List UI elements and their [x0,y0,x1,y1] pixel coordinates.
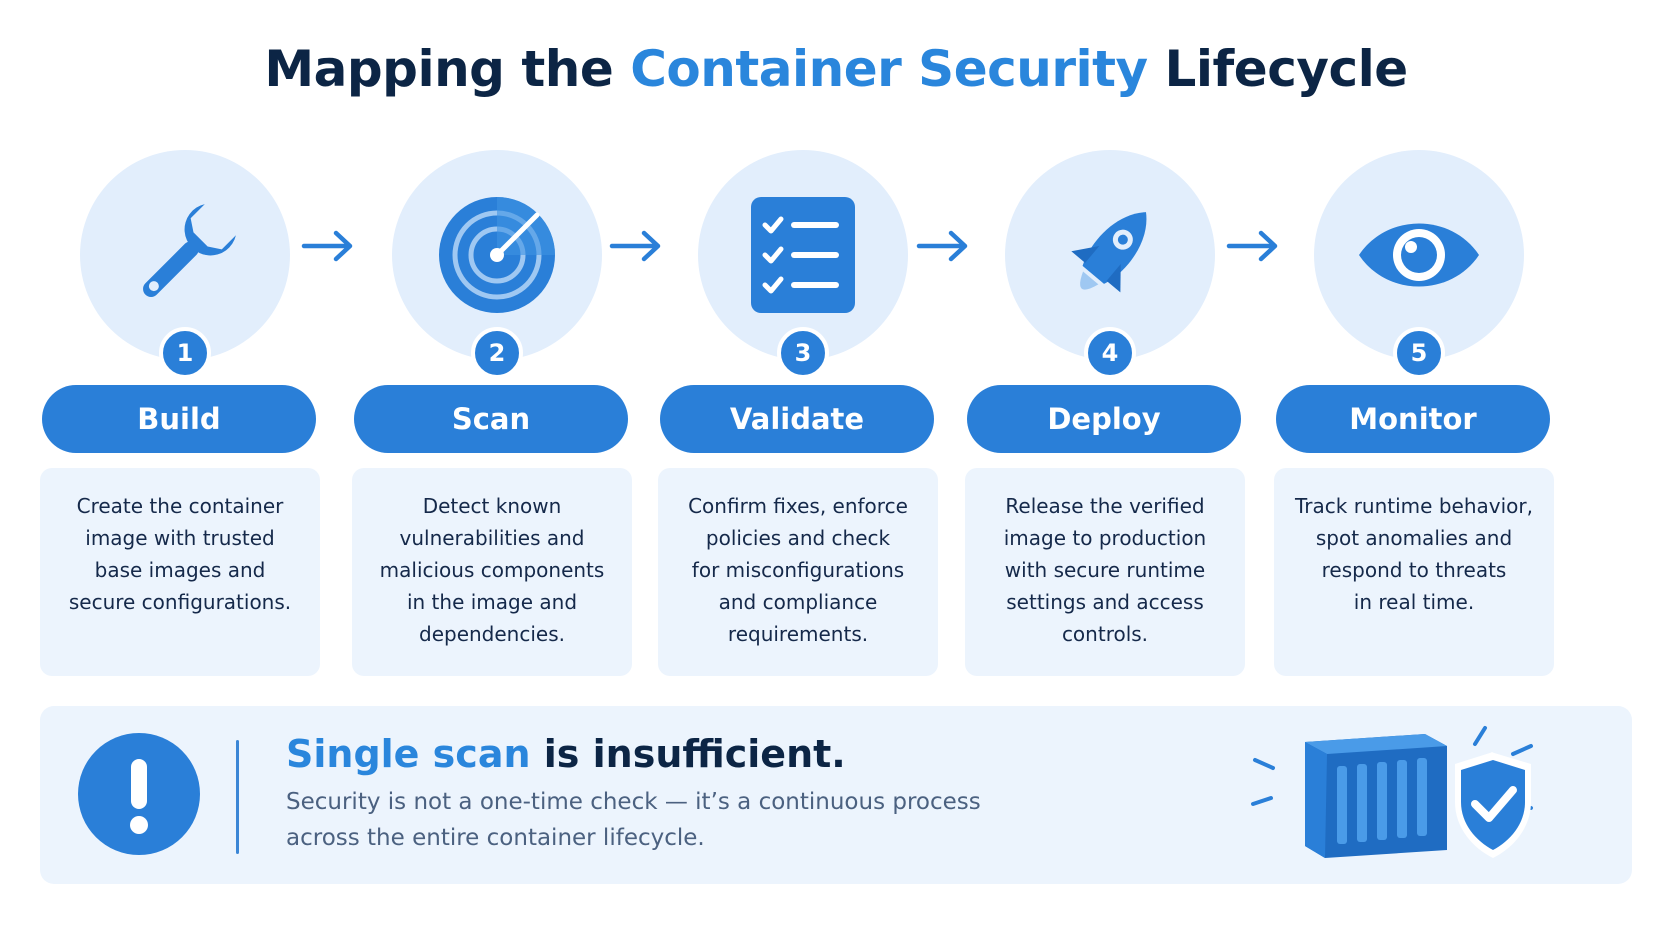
container-shield-icon [1251,726,1533,858]
desc-line: policies and check [705,526,891,550]
desc-line: settings and access [1006,590,1204,614]
step-number: 4 [1084,327,1136,379]
arrow-right-icon [609,230,661,262]
banner-divider [236,740,239,854]
step-description: Release the verified image to production… [965,468,1245,676]
desc-line: for misconfigurations [691,558,905,582]
step-number: 3 [777,327,829,379]
step-number: 5 [1393,327,1445,379]
insufficient-scan-banner: Single scan is insufficient. Security is… [40,706,1632,884]
step-icon-circle [698,150,908,360]
step-description: Detect known vulnerabilities and malicio… [352,468,632,676]
desc-line: with secure runtime [1004,558,1206,582]
step-label: Validate [660,385,934,453]
step-icon-circle [392,150,602,360]
desc-line: Track runtime behavior, [1295,494,1533,518]
subtext-line: Security is not a one-time check — it’s … [286,789,981,815]
step-number: 1 [159,327,211,379]
step-label: Deploy [967,385,1241,453]
banner-subtext: Security is not a one-time check — it’s … [286,784,1046,856]
step-description: Track runtime behavior, spot anomalies a… [1274,468,1554,676]
arrow-right-icon [916,230,968,262]
step-label: Build [42,385,316,453]
step-deploy: 4 Deploy Release the verified image to p… [965,150,1255,680]
step-validate: 3 Validate Confirm fixes, enforce polici… [658,150,948,680]
title-accent: Container Security [630,40,1148,98]
desc-line: Release the verified [1005,494,1205,518]
desc-line: image with trusted [85,526,275,550]
radar-icon [439,197,555,313]
checklist-icon [751,197,855,313]
desc-line: and compliance [718,590,878,614]
subtext-line: across the entire container lifecycle. [286,825,705,851]
step-label: Scan [354,385,628,453]
wrench-icon [143,204,236,297]
arrow-right-icon [301,230,353,262]
desc-line: malicious components [379,558,605,582]
desc-line: dependencies. [419,622,565,646]
exclamation-icon [130,759,148,834]
desc-line: image to production [1003,526,1207,550]
rocket-icon [1071,212,1147,293]
desc-line: requirements. [727,622,869,646]
step-description: Create the container image with trusted … [40,468,320,676]
alert-circle [78,733,200,855]
step-description: Confirm fixes, enforce policies and chec… [658,468,938,676]
step-icon-circle [1314,150,1524,360]
step-label: Monitor [1276,385,1550,453]
desc-line: secure configurations. [68,590,292,614]
step-build: 1 Build Create the container image with … [40,150,330,680]
desc-line: Create the container [76,494,284,518]
banner-headline: Single scan is insufficient. [286,732,846,776]
desc-line: controls. [1061,622,1149,646]
desc-line: Detect known [422,494,562,518]
step-icon-circle [80,150,290,360]
desc-line: vulnerabilities and [399,526,585,550]
step-monitor: 5 Monitor Track runtime behavior, spot a… [1274,150,1564,680]
page-title: Mapping the Container Security Lifecycle [0,40,1672,98]
desc-line: respond to threats [1321,558,1507,582]
step-icon-circle [1005,150,1215,360]
eye-icon [1359,223,1479,287]
arrow-right-icon [1226,230,1278,262]
step-number: 2 [471,327,523,379]
title-part-3: Lifecycle [1147,40,1409,98]
desc-line: base images and [94,558,266,582]
desc-line: in the image and [406,590,578,614]
headline-accent: Single scan [286,732,531,776]
title-part-1: Mapping the [264,40,631,98]
step-scan: 2 Scan Detect known vulnerabilities and … [352,150,642,680]
desc-line: in real time. [1353,590,1475,614]
desc-line: spot anomalies and [1315,526,1513,550]
headline-rest: is insufficient. [530,732,846,776]
desc-line: Confirm fixes, enforce [688,494,908,518]
